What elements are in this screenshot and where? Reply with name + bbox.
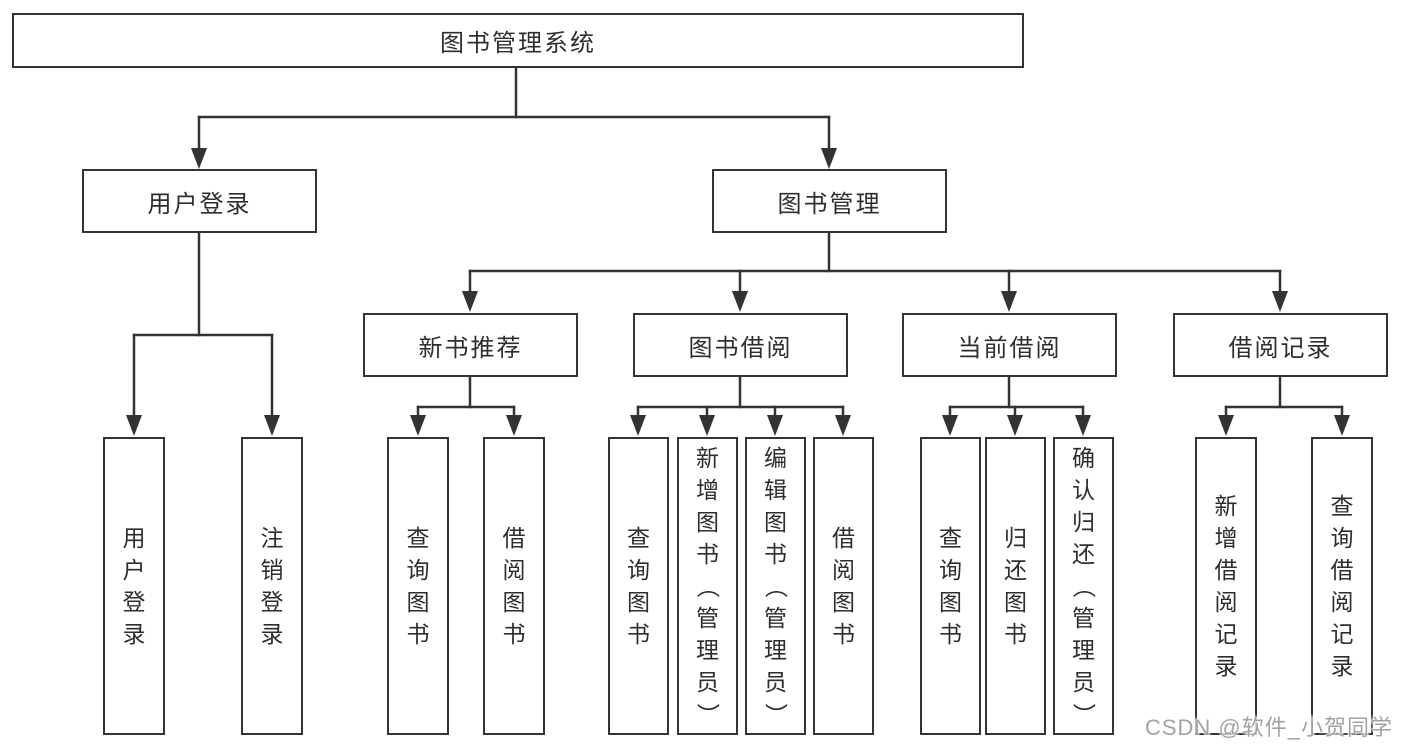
node-label: 图书管理系统: [440, 30, 596, 57]
node-label: 查询图书: [406, 524, 430, 647]
node-logout-action: 注销登录: [241, 437, 303, 735]
node-label: 归还图书: [1004, 524, 1027, 647]
node-query-books-borrowing: 查询图书: [608, 437, 669, 735]
node-label: 新增借阅记录: [1214, 492, 1238, 679]
node-label: 借阅图书: [502, 524, 526, 647]
node-label: 借阅图书: [832, 524, 855, 647]
node-label: 查询图书: [627, 524, 650, 647]
node-add-borrow-record: 新增借阅记录: [1195, 437, 1257, 735]
node-add-books-admin: 新增图书（管理员）: [677, 437, 738, 735]
node-query-books-current: 查询图书: [920, 437, 981, 735]
node-book-management: 图书管理: [712, 169, 947, 233]
node-borrow-books-action: 借阅图书: [813, 437, 874, 735]
node-label: 新书推荐: [418, 334, 523, 362]
node-return-books: 归还图书: [985, 437, 1046, 735]
node-label: 借阅记录: [1228, 334, 1333, 362]
watermark: CSDN @软件_小贺同学: [1144, 715, 1393, 740]
node-edit-books-admin: 编辑图书（管理员）: [745, 437, 806, 735]
node-user-login: 用户登录: [82, 169, 317, 233]
node-borrow-books-recommend: 借阅图书: [483, 437, 545, 735]
node-label: 编辑图书（管理员）: [763, 444, 789, 726]
node-label: 确认归还（管理员）: [1071, 444, 1097, 726]
node-label: 当前借阅: [957, 334, 1062, 362]
node-query-books-recommend: 查询图书: [387, 437, 449, 735]
node-label: 图书借阅: [688, 334, 793, 362]
node-label: 用户登录: [147, 190, 252, 218]
node-query-borrow-record: 查询借阅记录: [1311, 437, 1373, 735]
node-label: 查询借阅记录: [1330, 492, 1354, 679]
node-confirm-return-admin: 确认归还（管理员）: [1053, 437, 1114, 735]
node-new-book-recommendation: 新书推荐: [363, 313, 578, 377]
node-current-borrowing: 当前借阅: [902, 313, 1117, 377]
node-label: 查询图书: [939, 524, 962, 647]
node-library-system: 图书管理系统: [12, 13, 1024, 68]
node-label: 新增图书（管理员）: [695, 444, 721, 726]
node-label: 注销登录: [260, 524, 284, 647]
node-borrowing-records: 借阅记录: [1173, 313, 1388, 377]
node-label: 用户登录: [122, 524, 146, 647]
node-book-borrowing: 图书借阅: [633, 313, 848, 377]
node-label: 图书管理: [777, 190, 882, 218]
node-user-login-action: 用户登录: [103, 437, 165, 735]
